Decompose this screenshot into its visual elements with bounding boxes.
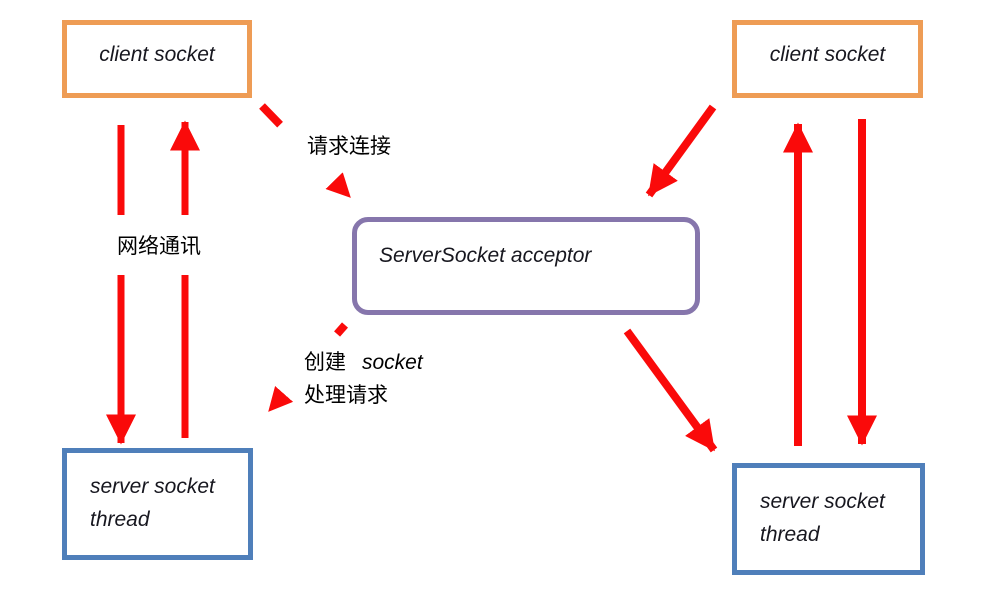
- create-text: 创建: [304, 350, 346, 374]
- node-serversocket-acceptor: ServerSocket acceptor: [352, 217, 700, 315]
- label-create-socket-handle-request: 创建 socket 处理请求: [294, 341, 458, 417]
- node-server-thread-left: server socket thread: [62, 448, 253, 560]
- node-client-socket-right: client socket: [732, 20, 923, 98]
- label-network-communication: 网络通讯: [94, 215, 224, 275]
- arrow-acceptor-to-thread-right: [623, 328, 718, 453]
- client-socket-right-label: client socket: [769, 43, 886, 66]
- label-request-connection: 请求连接: [282, 126, 416, 164]
- node-client-socket-left: client socket: [62, 20, 252, 98]
- server-thread-left-line2: thread: [90, 508, 150, 531]
- server-thread-right-line1: server socket: [760, 490, 885, 513]
- create-socket-line: 创建 socket: [304, 346, 423, 379]
- server-thread-right-line2: thread: [760, 523, 820, 546]
- request-connection-text: 请求连接: [307, 134, 391, 158]
- arrow-request-connection-dashed: [259, 103, 353, 200]
- server-thread-left-line1: server socket: [90, 475, 215, 498]
- handle-request-text: 处理请求: [304, 383, 388, 407]
- serversocket-acceptor-label: ServerSocket acceptor: [379, 244, 592, 267]
- arrow-client-right-to-acceptor: [645, 104, 717, 198]
- socket-text: socket: [362, 351, 423, 374]
- node-server-thread-right: server socket thread: [732, 463, 925, 575]
- client-socket-left-label: client socket: [99, 43, 215, 66]
- network-communication-text: 网络通讯: [117, 234, 201, 258]
